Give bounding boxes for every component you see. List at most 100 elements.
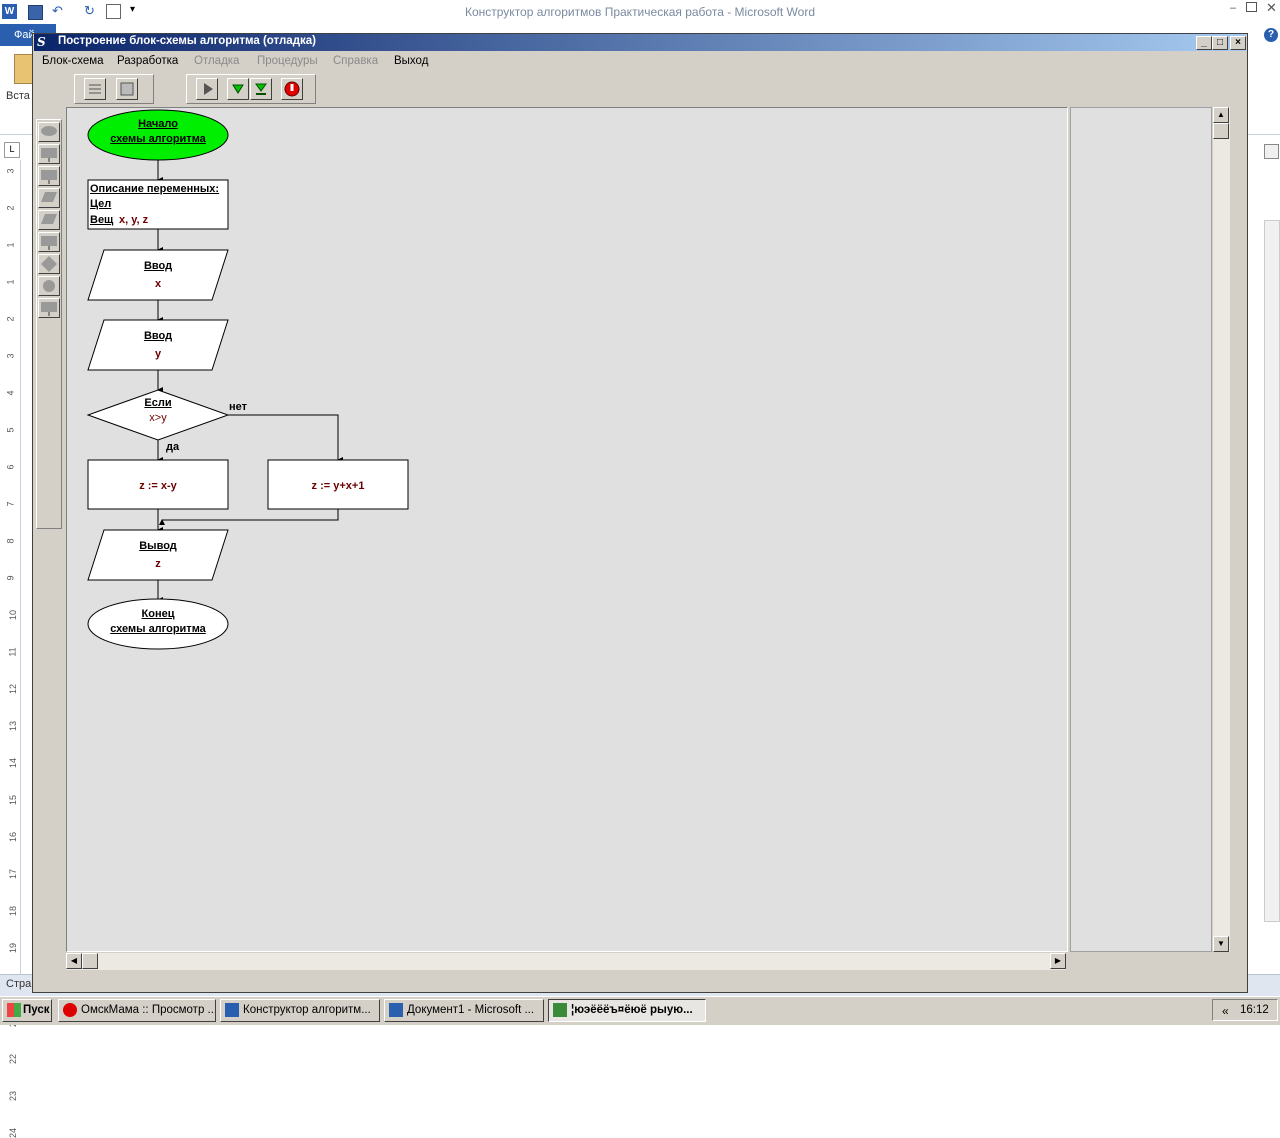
output-var: z: [155, 558, 161, 570]
start-button[interactable]: Пуск: [2, 999, 52, 1022]
task-label: Конструктор алгоритм...: [243, 1004, 371, 1016]
start-line2: схемы алгоритма: [110, 133, 206, 145]
end-line1: Конец: [141, 608, 175, 620]
toolbar-group-run: [186, 74, 316, 104]
ruler-toggle-icon[interactable]: L: [4, 142, 20, 158]
palette-input-icon[interactable]: [38, 188, 60, 208]
vars-real-list: x, y, z: [119, 214, 149, 226]
word-titlebar: [0, 0, 1280, 24]
save-icon[interactable]: [28, 5, 43, 20]
input-y-block[interactable]: [87, 319, 229, 371]
condition-label: Если: [144, 397, 172, 409]
input-y-label: Ввод: [143, 330, 173, 342]
run-icon[interactable]: [196, 78, 218, 100]
assign-yes-block[interactable]: [87, 459, 229, 510]
palette-procedure-icon[interactable]: [38, 298, 60, 318]
input-x-label: Ввод: [143, 260, 173, 272]
step-into-icon[interactable]: [227, 78, 249, 100]
input-y-var: y: [154, 348, 162, 360]
ruler-number: 22: [8, 1053, 19, 1065]
end-block[interactable]: [87, 598, 229, 650]
condition-block[interactable]: [86, 389, 230, 441]
vertical-ruler: [4, 160, 21, 990]
task-flowchart-app[interactable]: ¦юэёёёъ¤ёюё рыую...: [548, 999, 706, 1022]
palette-condition-icon[interactable]: [38, 254, 60, 274]
customize-toolbar-icon[interactable]: ▾: [130, 4, 136, 15]
block-palette: [36, 119, 62, 529]
scroll-left-button[interactable]: ◀: [66, 953, 82, 969]
stop-icon[interactable]: [281, 78, 303, 100]
scroll-up-button[interactable]: ▲: [1213, 107, 1229, 123]
ruler-number: 23: [8, 1090, 19, 1102]
vars-int-label: Цел: [90, 198, 112, 210]
input-x-block[interactable]: [87, 249, 229, 301]
palette-terminal-icon[interactable]: [38, 122, 60, 142]
word-app-icon[interactable]: W: [2, 4, 17, 19]
palette-loop-icon[interactable]: [38, 276, 60, 296]
palette-assign-icon[interactable]: [38, 232, 60, 252]
app-flowchart-icon: [553, 1003, 567, 1017]
task-constructor[interactable]: Конструктор алгоритм...: [220, 999, 380, 1022]
scroll-thumb[interactable]: [1213, 123, 1229, 139]
help-icon[interactable]: ?: [1264, 28, 1278, 42]
menu-otladka[interactable]: Отладка: [194, 55, 240, 67]
tray-chevron[interactable]: «: [1222, 1004, 1229, 1018]
word-icon: [389, 1003, 403, 1017]
flowchart-shapes: [86, 109, 409, 650]
word-view-ruler-icon[interactable]: [1264, 144, 1279, 159]
variables-block[interactable]: [87, 179, 229, 230]
opera-icon: [63, 1003, 77, 1017]
menu-blok-skhema[interactable]: Блок-схема: [42, 55, 104, 67]
branch-yes-label: да: [166, 441, 180, 453]
app-close-button[interactable]: ×: [1230, 36, 1246, 50]
properties-tool-icon[interactable]: [84, 78, 106, 100]
right-panel: [1070, 107, 1212, 952]
start-line1: Начало: [138, 118, 178, 130]
app-maximize-button[interactable]: □: [1212, 36, 1228, 50]
task-label: Документ1 - Microsoft ...: [407, 1004, 535, 1016]
menu-spravka[interactable]: Справка: [333, 55, 379, 67]
task-label: ОмскМама :: Просмотр ...: [81, 1004, 216, 1016]
menu-razrabotka[interactable]: Разработка: [117, 55, 179, 67]
step-over-icon[interactable]: [250, 78, 272, 100]
end-line2: схемы алгоритма: [110, 623, 206, 635]
grid-tool-icon[interactable]: [116, 78, 138, 100]
palette-process-icon[interactable]: [38, 144, 60, 164]
canvas-vertical-scrollbar[interactable]: [1213, 107, 1230, 952]
app-titlebar[interactable]: [34, 34, 1246, 51]
assign-yes-text: z := x-y: [139, 480, 177, 492]
menu-protsedury[interactable]: Процедуры: [257, 55, 318, 67]
vars-real-label: Вещ: [90, 214, 114, 226]
app-s-icon: S: [37, 35, 46, 49]
word-window-title: Конструктор алгоритмов Практическая рабо…: [464, 5, 815, 19]
palette-declare-icon[interactable]: [38, 166, 60, 186]
word-close-button[interactable]: ✕: [1266, 0, 1277, 15]
undo-icon[interactable]: ↶: [52, 3, 63, 18]
output-label: Вывод: [139, 540, 177, 552]
task-label: ¦юэёёёъ¤ёюё рыую...: [571, 1004, 693, 1016]
input-x-var: x: [154, 278, 162, 290]
scroll-right-button[interactable]: ▶: [1050, 953, 1066, 969]
menu-vykhod[interactable]: Выход: [394, 55, 429, 67]
redo-icon[interactable]: ↻: [84, 3, 95, 18]
task-omskmama[interactable]: ОмскМама :: Просмотр ...: [58, 999, 216, 1022]
start-block[interactable]: [87, 109, 229, 161]
app-title: Построение блок-схемы алгоритма (отладка…: [58, 35, 316, 47]
output-block[interactable]: [87, 529, 229, 581]
word-status-label: Стра: [6, 978, 32, 990]
condition-expr: x>y: [149, 412, 167, 424]
print-preview-icon[interactable]: [106, 4, 121, 19]
assign-no-block[interactable]: [267, 459, 409, 510]
scroll-down-button[interactable]: ▼: [1213, 936, 1229, 952]
word-minimize-button[interactable]: –: [1230, 2, 1237, 14]
task-document1[interactable]: Документ1 - Microsoft ...: [384, 999, 544, 1022]
word-restore-button[interactable]: [1246, 2, 1257, 12]
canvas-horizontal-scrollbar[interactable]: [66, 953, 1066, 970]
palette-output-icon[interactable]: [38, 210, 60, 230]
flowchart-canvas[interactable]: [66, 107, 1068, 952]
app-minimize-button[interactable]: _: [1196, 36, 1212, 50]
assign-no-text: z := y+x+1: [311, 480, 365, 492]
hscroll-thumb[interactable]: [82, 953, 98, 969]
start-label: Пуск: [23, 1004, 50, 1016]
vars-header: Описание переменных:: [90, 183, 220, 195]
